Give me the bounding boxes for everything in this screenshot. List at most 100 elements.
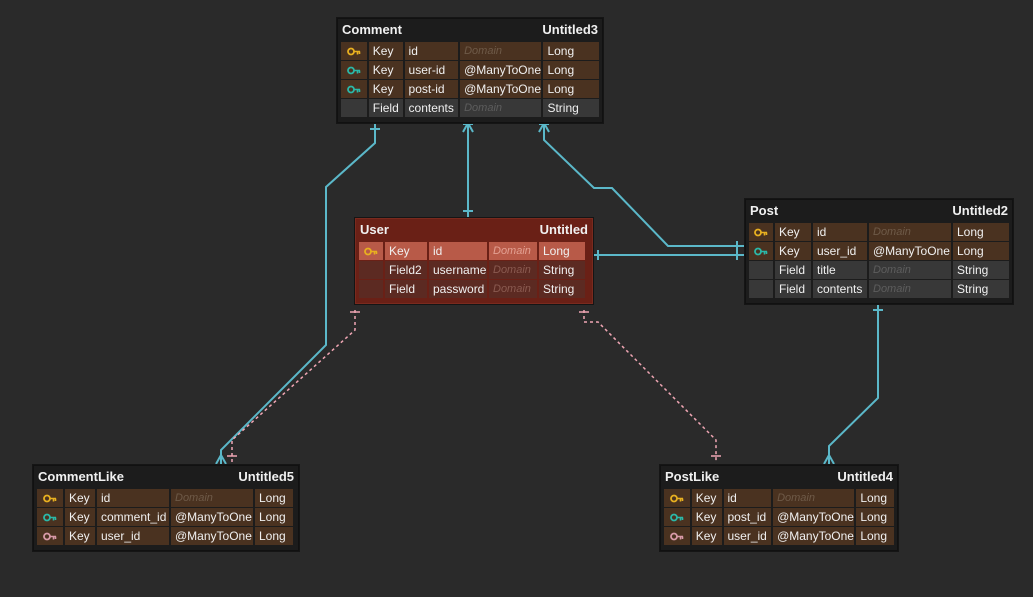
column-type: Long — [953, 223, 1009, 241]
crowfoot-marker — [462, 120, 474, 133]
column-kind: Field — [368, 99, 403, 117]
foreign-key-alt-icon — [37, 527, 63, 545]
column-name: post-id — [404, 80, 459, 98]
column-kind: Key — [65, 508, 95, 526]
table-header[interactable]: PostLike Untitled4 — [661, 466, 897, 487]
one-marker — [579, 311, 721, 457]
relation-postlike-user[interactable] — [583, 310, 717, 462]
column-type: String — [953, 280, 1009, 298]
crowfoot-marker — [215, 452, 227, 465]
column-domain: Domain — [869, 223, 951, 241]
crowfoot-marker — [823, 452, 835, 465]
column-type: Long — [856, 527, 894, 545]
column-name: user_id — [723, 527, 772, 545]
column-domain: @ManyToOne — [171, 527, 253, 545]
column-type: String — [539, 280, 585, 298]
table-header[interactable]: Post Untitled2 — [746, 200, 1012, 221]
relation-commentlike-user[interactable] — [231, 310, 356, 462]
column-kind: Field — [775, 280, 811, 298]
primary-key-icon — [37, 489, 63, 507]
column-type: Long — [255, 527, 293, 545]
column-domain: @ManyToOne — [460, 61, 542, 79]
foreign-key-icon — [664, 508, 690, 526]
column-kind: Key — [691, 527, 722, 545]
foreign-key-alt-icon — [664, 527, 690, 545]
column-name: comment_id — [97, 508, 169, 526]
table-header[interactable]: CommentLike Untitled5 — [34, 466, 298, 487]
primary-key-icon — [359, 242, 383, 260]
table-name: Comment — [342, 22, 402, 37]
table-name: PostLike — [665, 469, 720, 484]
column-kind: Key — [385, 242, 427, 260]
relation-commentlike-comment[interactable] — [220, 123, 376, 464]
column-name: title — [813, 261, 867, 279]
column-kind: Key — [691, 508, 722, 526]
column-kind: Field2 — [385, 261, 427, 279]
table-name: Post — [750, 203, 779, 218]
column-name: user_id — [813, 242, 867, 260]
column-kind: Field — [775, 261, 811, 279]
column-kind: Key — [368, 42, 403, 60]
column-name: user-id — [404, 61, 459, 79]
column-name: id — [813, 223, 867, 241]
table-header[interactable]: User Untitled — [356, 219, 592, 240]
primary-key-icon — [749, 223, 773, 241]
primary-key-icon — [664, 489, 690, 507]
column-domain: @ManyToOne — [460, 80, 542, 98]
column-domain: Domain — [489, 280, 537, 298]
column-domain: Domain — [869, 280, 951, 298]
column-domain: @ManyToOne — [773, 508, 855, 526]
column-name: id — [723, 489, 772, 507]
table-header[interactable]: Comment Untitled3 — [338, 19, 602, 40]
column-kind: Key — [65, 489, 95, 507]
empty-icon-cell — [749, 280, 773, 298]
table-name: CommentLike — [38, 469, 124, 484]
one-marker — [227, 311, 360, 457]
table-schema: Untitled — [539, 222, 588, 237]
column-type: Long — [543, 61, 599, 79]
column-domain: Domain — [489, 261, 537, 279]
column-domain: Domain — [171, 489, 253, 507]
relation-comment-post[interactable] — [543, 123, 744, 247]
column-kind: Key — [368, 80, 403, 98]
column-domain: @ManyToOne — [869, 242, 951, 260]
column-type: String — [539, 261, 585, 279]
column-domain: Domain — [773, 489, 855, 507]
column-name: password — [429, 280, 487, 298]
relation-postlike-post[interactable] — [828, 304, 879, 464]
foreign-key-icon — [37, 508, 63, 526]
column-name: id — [404, 42, 459, 60]
empty-icon-cell — [341, 99, 367, 117]
column-type: String — [953, 261, 1009, 279]
column-name: user_id — [97, 527, 169, 545]
column-domain: Domain — [489, 242, 537, 260]
empty-icon-cell — [359, 261, 383, 279]
column-kind: Key — [775, 242, 811, 260]
empty-icon-cell — [749, 261, 773, 279]
